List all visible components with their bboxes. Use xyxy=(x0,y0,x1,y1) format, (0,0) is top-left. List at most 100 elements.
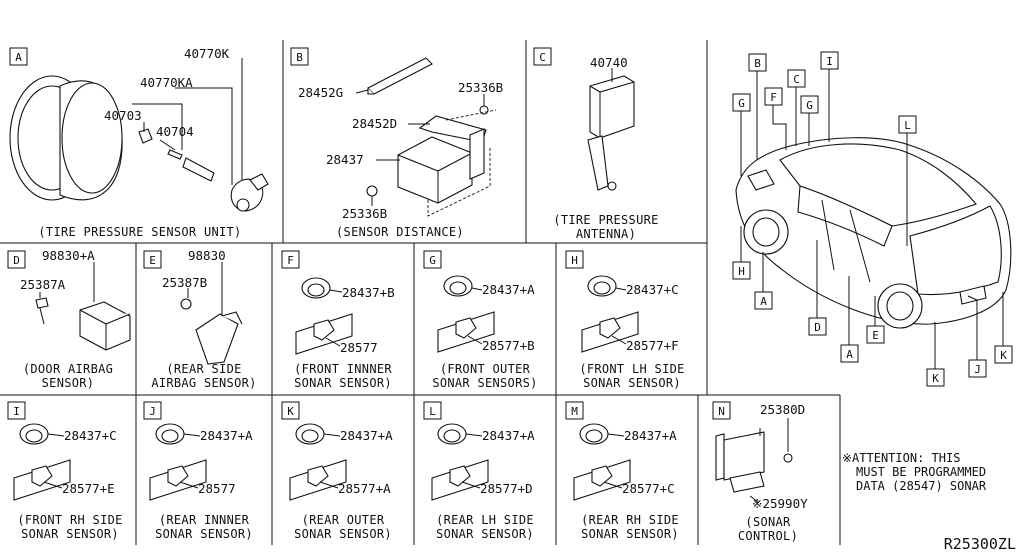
panel-m-caption-line1: (REAR RH SIDE xyxy=(581,513,679,527)
panel-f-letter: F xyxy=(287,254,294,267)
bracket-number-sonar-f: 28577 xyxy=(340,340,378,355)
panel-e: E 98830 25387B (REAR SIDE AIRBAG SENSOR) xyxy=(143,248,256,390)
vehicle-label-e: E xyxy=(872,329,879,342)
panel-e-caption-line1: (REAR SIDE xyxy=(166,362,241,376)
vehicle-label-d: D xyxy=(814,321,821,334)
part-number-98830a: 98830+A xyxy=(42,248,95,263)
panel-n-letter: N xyxy=(718,405,725,418)
panel-i: I 28437+C 28577+E (FRONT RH SIDE SONAR S… xyxy=(7,401,122,541)
panel-d-caption-line2: SENSOR) xyxy=(42,376,95,390)
panel-k: K 28437+A 28577+A (REAR OUTER SONAR SENS… xyxy=(281,401,393,541)
part-number-28452g: 28452G xyxy=(298,85,343,100)
car-drawing xyxy=(735,137,1012,329)
panel-m-caption-line2: SONAR SENSOR) xyxy=(581,527,679,541)
part-number-sonar-k: 28437+A xyxy=(340,428,393,443)
panel-g: G 28437+A 28577+B (FRONT OUTER SONAR SEN… xyxy=(423,250,537,390)
vehicle-label-c: C xyxy=(793,73,800,86)
part-number-28437: 28437 xyxy=(326,152,364,167)
bracket-number-sonar-l: 28577+D xyxy=(480,481,533,496)
vehicle-label-b: B xyxy=(754,57,761,70)
panel-a: A 40770K 40770KA 40703 40704 (TIRE xyxy=(9,46,269,239)
part-number-25387b: 25387B xyxy=(162,275,207,290)
panel-c-caption-line1: (TIRE PRESSURE xyxy=(553,213,658,227)
vehicle-label-f: F xyxy=(770,91,777,104)
panel-c-letter: C xyxy=(539,51,546,64)
panel-d-caption-line1: (DOOR AIRBAG xyxy=(23,362,113,376)
panel-d-letter: D xyxy=(13,254,20,267)
door-airbag-sensor-drawing xyxy=(35,297,131,351)
part-number-sonar-g: 28437+A xyxy=(482,282,535,297)
bracket-number-sonar-j: 28577 xyxy=(198,481,236,496)
tpms-antenna-drawing xyxy=(587,75,635,191)
panel-b-letter: B xyxy=(296,51,303,64)
panel-e-letter: E xyxy=(149,254,156,267)
sonar-sensor-drawing xyxy=(289,423,347,501)
bracket-number-sonar-h: 28577+F xyxy=(626,338,679,353)
panel-d: D 98830+A 25387A (DOOR AIRBAG SENSOR) xyxy=(7,248,131,390)
bracket-number-sonar-m: 28577+C xyxy=(622,481,675,496)
panel-f-caption-line2: SONAR SENSOR) xyxy=(294,376,392,390)
panel-h: H 28437+C 28577+F (FRONT LH SIDE SONAR S… xyxy=(565,250,684,390)
vehicle-label-l: L xyxy=(904,119,911,132)
panel-m: M 28437+A 28577+C (REAR RH SIDE SONAR SE… xyxy=(565,401,679,541)
part-number-sonar-j: 28437+A xyxy=(200,428,253,443)
attention-note: ※ATTENTION: THIS MUST BE PROGRAMMED DATA… xyxy=(842,451,987,493)
panel-n: N 25380D ※25990Y (SONAR CONTROL) xyxy=(712,401,808,543)
sonar-sensor-drawing xyxy=(149,423,207,501)
vehicle-label-g-right: G xyxy=(806,99,813,112)
part-number-28452d: 28452D xyxy=(352,116,397,131)
panel-n-caption-line1: (SONAR xyxy=(745,515,791,529)
sonar-control-drawing xyxy=(715,428,793,493)
panel-i-caption-line1: (FRONT RH SIDE xyxy=(17,513,122,527)
sonar-sensor-drawing xyxy=(431,423,489,501)
part-number-25990y: ※25990Y xyxy=(752,496,808,511)
panel-a-letter: A xyxy=(15,51,22,64)
panel-l-letter: L xyxy=(429,405,436,418)
part-number-sonar-h: 28437+C xyxy=(626,282,679,297)
panel-h-caption-line2: SONAR SENSOR) xyxy=(583,376,681,390)
panel-grid xyxy=(0,40,841,545)
panel-i-caption-line2: SONAR SENSOR) xyxy=(21,527,119,541)
wheel-drawing xyxy=(9,75,123,201)
sonar-sensor-drawing xyxy=(437,275,495,353)
part-number-sonar-m: 28437+A xyxy=(624,428,677,443)
part-number-40704: 40704 xyxy=(156,124,194,139)
panel-k-letter: K xyxy=(287,405,294,418)
part-number-25336b-bottom: 25336B xyxy=(342,206,387,221)
panel-h-caption-line1: (FRONT LH SIDE xyxy=(579,362,684,376)
panel-g-letter: G xyxy=(429,254,436,267)
panel-g-caption-line2: SONAR SENSORS) xyxy=(432,376,537,390)
panel-a-caption: (TIRE PRESSURE SENSOR UNIT) xyxy=(38,225,241,239)
vehicle-label-i: I xyxy=(826,55,833,68)
panel-f-caption-line1: (FRONT INNNER xyxy=(294,362,392,376)
part-number-25336b-top: 25336B xyxy=(458,80,503,95)
panel-j: J 28437+A 28577 (REAR INNNER SONAR SENSO… xyxy=(143,401,253,541)
bracket-number-sonar-k: 28577+A xyxy=(338,481,391,496)
bracket-number-sonar-i: 28577+E xyxy=(62,481,115,496)
panel-j-letter: J xyxy=(149,405,156,418)
vehicle-label-g-left: G xyxy=(738,97,745,110)
sensor-distance-drawing xyxy=(366,57,497,217)
panel-k-caption-line1: (REAR OUTER xyxy=(302,513,385,527)
vehicle-overview: B C I G F G L H A D E A K J xyxy=(732,51,1013,387)
panel-e-caption-line2: AIRBAG SENSOR) xyxy=(151,376,256,390)
panel-k-caption-line2: SONAR SENSOR) xyxy=(294,527,392,541)
leader-lines-a xyxy=(132,58,243,185)
vehicle-label-a-rear: A xyxy=(846,348,853,361)
part-number-25387a: 25387A xyxy=(20,277,66,292)
part-number-98830: 98830 xyxy=(188,248,226,263)
panel-n-caption-line2: CONTROL) xyxy=(738,529,798,543)
vehicle-label-a-front: A xyxy=(760,295,767,308)
tire-sensor-drawing xyxy=(138,128,269,212)
panel-l: L 28437+A 28577+D (REAR LH SIDE SONAR SE… xyxy=(423,401,535,541)
part-number-40770k: 40770K xyxy=(184,46,230,61)
part-number-40703: 40703 xyxy=(104,108,142,123)
vehicle-label-j: J xyxy=(974,363,981,376)
panel-f: F 28437+B 28577 (FRONT INNNER SONAR SENS… xyxy=(281,250,395,390)
diagram-reference-code: R25300ZL xyxy=(944,535,1016,553)
panel-l-caption-line2: SONAR SENSOR) xyxy=(436,527,534,541)
sonar-sensor-drawing xyxy=(13,423,71,501)
rear-side-airbag-sensor-drawing xyxy=(180,298,243,365)
leader-lines-b xyxy=(355,89,485,206)
vehicle-label-h: H xyxy=(738,265,745,278)
